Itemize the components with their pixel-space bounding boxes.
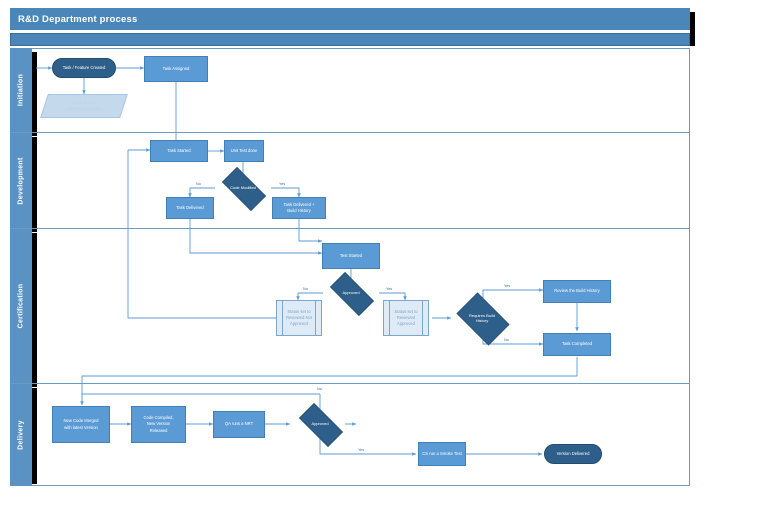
node-label: CS run a Smoke Test [422,450,462,456]
node-status-reviewed-not-approved[interactable]: Status set to Reviewed Not Approved [276,300,322,336]
lane-shadow [32,233,37,387]
node-label: New Code Merged with latest Version [63,418,99,430]
node-label: Status set to Reviewed Approved [394,308,418,327]
node-label: Unit Test done [230,147,258,153]
lane-shadow [32,137,37,232]
node-requires-build-history[interactable]: Requires Build History [451,292,513,346]
node-review-build-history[interactable]: Review the Build History [543,280,611,303]
node-label: Code Modified [230,185,256,191]
node-code-compiled[interactable]: Code Compiled, New Version Released [131,406,186,443]
edge-label-requires-build-yes: Yes [504,284,511,288]
node-status-reviewed-approved[interactable]: Status set to Reviewed Approved [383,300,429,336]
node-label: Test Started [339,252,363,258]
node-label: Task Started [167,147,191,153]
edge-label-requires-build-no: No [504,338,509,342]
swimlane-development: Development [10,132,690,232]
lane-header-delivery: Delivery [10,384,32,486]
lane-shadow [32,52,37,136]
node-label: QA runs a NRT [224,421,254,427]
node-version-delivered[interactable]: Version Delivered [544,444,602,464]
node-label: Task Delivered [176,204,204,210]
node-task-assigned[interactable]: Task Assigned [144,56,208,82]
node-cs-smoke-test[interactable]: CS run a Smoke Test [418,442,466,466]
lane-header-certification: Certification [10,229,32,383]
edge-label-approved-cert-yes: Yes [386,287,393,291]
node-new-code-merged[interactable]: New Code Merged with latest Version [52,406,110,443]
node-task-started[interactable]: Task Started [150,140,208,162]
edge-label-code-modified-no: No [196,182,201,186]
node-code-modified[interactable]: Code Modified [215,167,271,211]
node-qa-runs-nrt[interactable]: QA runs a NRT [213,411,265,438]
edge-label-code-modified-yes: Yes [279,182,286,186]
swimlane-certification: Certification [10,228,690,387]
node-label: Review the Build History [554,288,600,294]
lane-label-delivery: Delivery [17,420,25,450]
diagram-title: R&D Department process [10,8,690,30]
node-label: Task Delivered + Build History [283,201,315,213]
swimlane-initiation: Initiation [10,48,690,136]
node-unit-test-done[interactable]: Unit Test done [224,140,264,162]
edge-label-approved-delivery-no: No [317,387,322,391]
title-bar-shadow [690,12,695,46]
diagram-subheader-bar [10,33,690,46]
node-label: Version Delivered [556,450,590,456]
node-test-started[interactable]: Test Started [322,243,380,269]
node-label: Task Completed [561,341,593,347]
lane-header-development: Development [10,133,32,228]
node-approved-delivery[interactable]: Approved [292,403,348,447]
node-label: Status set to Reviewed Not Approved [285,308,313,327]
node-label: Approved [311,421,329,427]
node-set-due-date[interactable]: Set Due Date Set Remind before [40,94,128,118]
lane-header-initiation: Initiation [10,48,32,132]
node-task-delivered[interactable]: Task Delivered [166,197,214,219]
node-label: Requires Build History [468,312,495,323]
node-label: Task / Feature Created [62,64,106,70]
lane-shadow [32,388,37,484]
swimlane-delivery: Delivery [10,383,690,486]
node-label: Set Due Date Set Remind before [66,99,102,111]
node-task-completed[interactable]: Task Completed [543,333,611,356]
node-label: Approved [342,290,360,296]
lane-label-certification: Certification [17,283,25,329]
node-task-feature-created[interactable]: Task / Feature Created [52,58,116,78]
lane-label-initiation: Initiation [17,73,25,107]
edge-label-approved-cert-no: No [303,287,308,291]
node-label: Code Compiled, New Version Released [143,415,174,433]
node-label: Task Assigned [162,65,190,71]
node-approved-certification[interactable]: Approved [323,272,379,316]
edge-label-approved-delivery-yes: Yes [358,448,365,452]
node-task-delivered-build-history[interactable]: Task Delivered + Build History [272,197,326,219]
lane-label-development: Development [17,156,25,205]
